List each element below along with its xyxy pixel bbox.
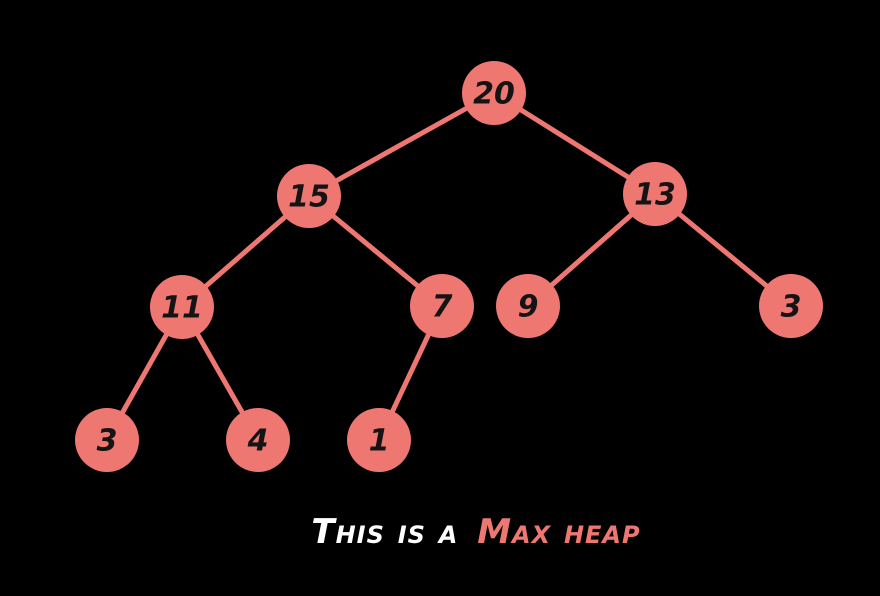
- node-circle: [75, 408, 139, 472]
- node-label: 7: [432, 290, 453, 325]
- tree-node: 13: [623, 162, 687, 226]
- node-circle: [277, 164, 341, 228]
- caption-accent-text: Max heap: [477, 512, 641, 552]
- node-circle: [623, 162, 687, 226]
- node-label: 13: [634, 178, 676, 213]
- tree-node: 7: [410, 274, 474, 338]
- node-circle: [347, 408, 411, 472]
- node-label: 1: [369, 424, 390, 459]
- edge-n20-n15: [306, 90, 497, 199]
- tree-node: 20: [462, 61, 526, 125]
- tree-edges: [104, 90, 794, 443]
- tree-node: 3: [75, 408, 139, 472]
- tree-nodes: 20 15 13 11 7 9 3 3 4 1: [75, 61, 823, 472]
- tree-node: 15: [277, 164, 341, 228]
- node-label: 4: [247, 424, 269, 459]
- tree-node: 1: [347, 408, 411, 472]
- tree-node: 9: [496, 274, 560, 338]
- node-label: 9: [518, 290, 539, 325]
- node-circle: [226, 408, 290, 472]
- caption-plain-text: This is a: [311, 512, 459, 552]
- node-label: 3: [97, 424, 118, 459]
- node-circle: [462, 61, 526, 125]
- tree-node: 3: [759, 274, 823, 338]
- node-circle: [150, 275, 214, 339]
- node-circle: [759, 274, 823, 338]
- node-label: 3: [781, 290, 802, 325]
- tree-node: 4: [226, 408, 290, 472]
- caption: This is a Max heap: [36, 512, 880, 552]
- node-circle: [496, 274, 560, 338]
- node-label: 20: [473, 77, 515, 112]
- node-label: 11: [161, 291, 203, 326]
- node-circle: [410, 274, 474, 338]
- node-label: 15: [288, 180, 330, 215]
- tree-node: 11: [150, 275, 214, 339]
